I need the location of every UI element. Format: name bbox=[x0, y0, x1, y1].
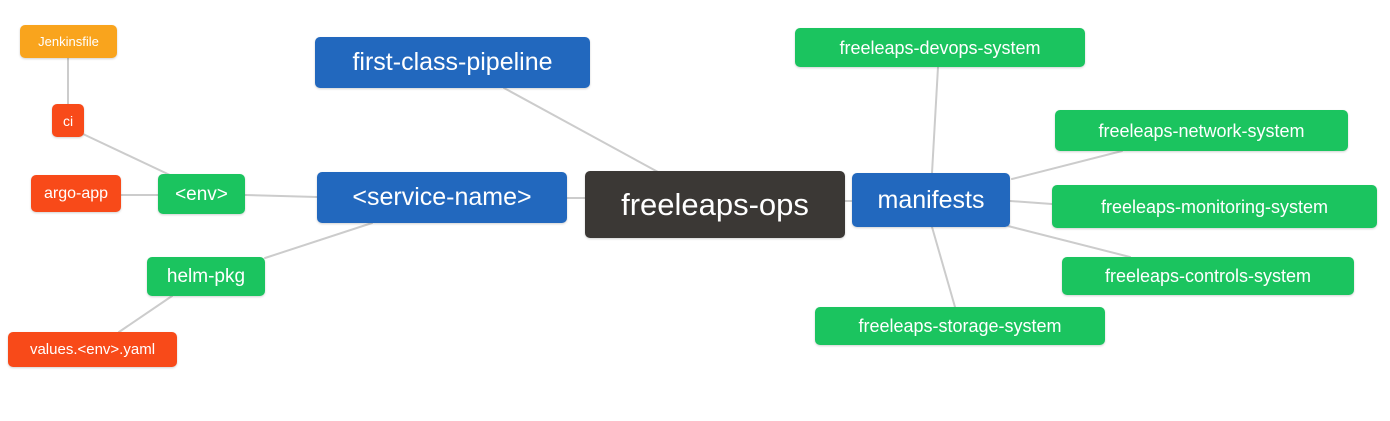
edge-manifests-to-devops-system bbox=[931, 66, 939, 174]
node-values-env-yaml[interactable]: values.<env>.yaml bbox=[8, 332, 177, 367]
node-controls-system[interactable]: freeleaps-controls-system bbox=[1062, 257, 1354, 295]
node-helm-pkg[interactable]: helm-pkg bbox=[147, 257, 265, 296]
edge-helm-pkg-to-service-name bbox=[264, 222, 373, 259]
node-ci[interactable]: ci bbox=[52, 104, 84, 137]
node-argo-app[interactable]: argo-app bbox=[31, 175, 121, 212]
node-manifests[interactable]: manifests bbox=[852, 173, 1010, 227]
node-env[interactable]: <env> bbox=[158, 174, 245, 214]
node-network-system[interactable]: freeleaps-network-system bbox=[1055, 110, 1348, 151]
edge-manifests-to-storage-system bbox=[931, 226, 956, 308]
edge-manifests-to-monitoring-system bbox=[1009, 200, 1053, 205]
edge-manifests-to-network-system bbox=[1011, 150, 1123, 180]
node-storage-system[interactable]: freeleaps-storage-system bbox=[815, 307, 1105, 345]
node-freeleaps-ops[interactable]: freeleaps-ops bbox=[585, 171, 845, 238]
node-first-class-pipeline[interactable]: first-class-pipeline bbox=[315, 37, 590, 88]
edge-ci-to-env bbox=[82, 133, 173, 177]
node-devops-system[interactable]: freeleaps-devops-system bbox=[795, 28, 1085, 67]
node-monitoring-system[interactable]: freeleaps-monitoring-system bbox=[1052, 185, 1377, 228]
edge-manifests-to-controls-system bbox=[1007, 225, 1131, 258]
edge-values-env-yaml-to-helm-pkg bbox=[118, 295, 173, 333]
node-service-name[interactable]: <service-name> bbox=[317, 172, 567, 223]
node-jenkinsfile[interactable]: Jenkinsfile bbox=[20, 25, 117, 58]
edge-env-to-service-name bbox=[244, 194, 318, 198]
edge-first-class-pipeline-to-freeleaps-ops bbox=[503, 87, 659, 173]
